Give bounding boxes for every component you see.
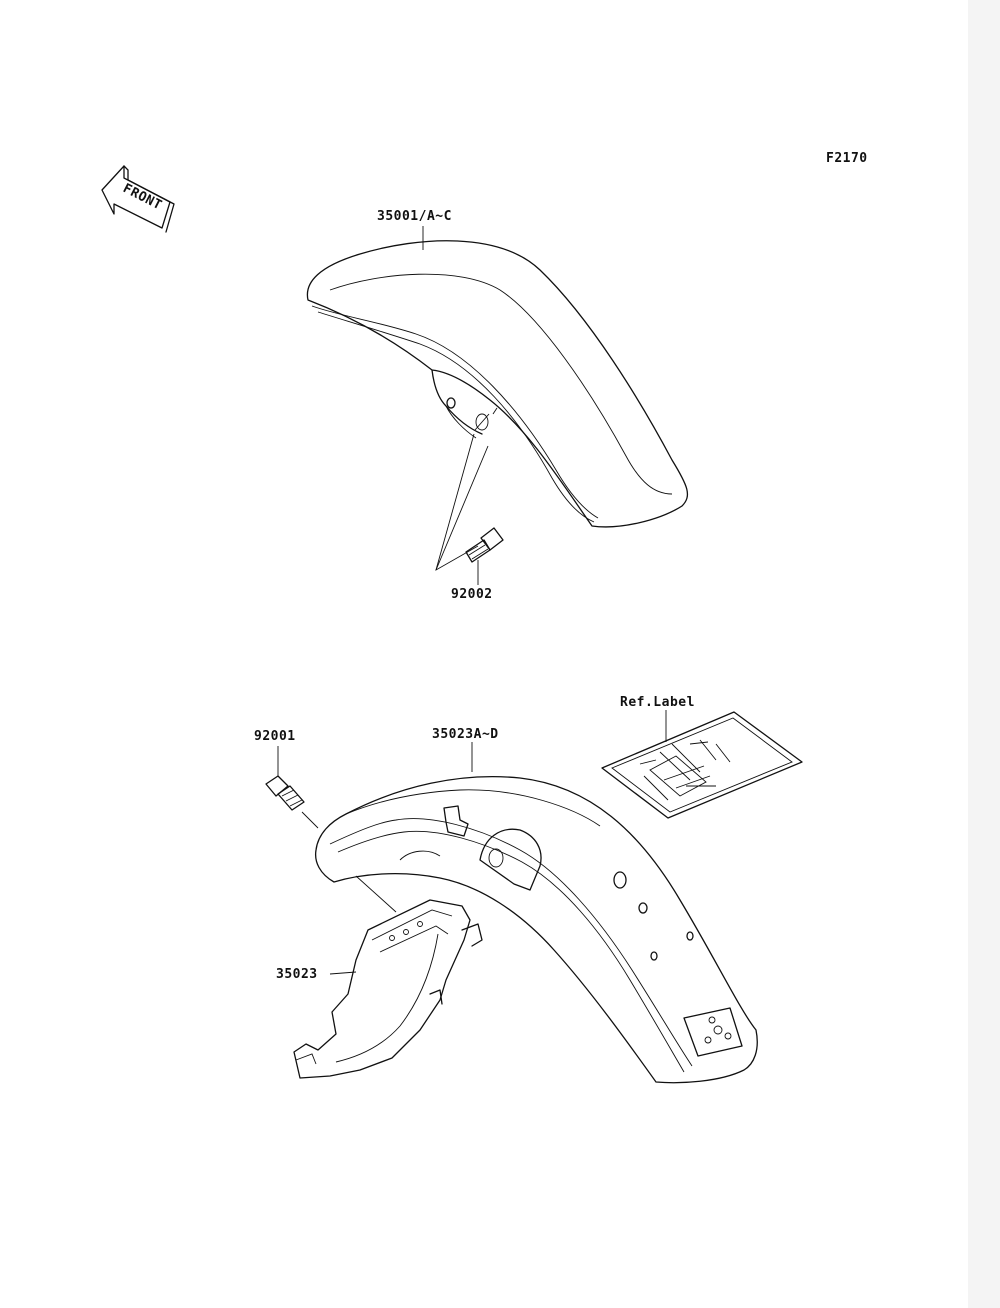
diagram-code: F2170 — [826, 151, 868, 166]
callout-front-bolt: 92002 — [451, 587, 493, 602]
leader-front-bolt-a — [435, 433, 479, 571]
reference-label-decal — [601, 711, 803, 819]
front-direction-arrow-icon: FRONT — [101, 165, 175, 233]
page-edge — [968, 0, 1000, 1308]
rear-bolt — [265, 775, 305, 811]
callout-rear-fender: 35023A~D — [432, 727, 499, 742]
leader-cover-top — [355, 875, 397, 913]
callout-rear-bolt: 92001 — [254, 729, 296, 744]
callout-front-fender: 35001/A~C — [377, 209, 452, 224]
leader-front-bolt-b — [435, 445, 489, 571]
leader-rear-bolt-to-fender — [301, 811, 319, 829]
rear-fender — [314, 775, 758, 1084]
leader-inner-cover — [329, 971, 357, 975]
front-bolt — [465, 527, 504, 563]
front-fender — [306, 240, 689, 528]
callout-inner-cover: 35023 — [276, 967, 318, 982]
callout-ref-label: Ref.Label — [620, 695, 695, 710]
inner-fender-cover — [293, 899, 483, 1079]
